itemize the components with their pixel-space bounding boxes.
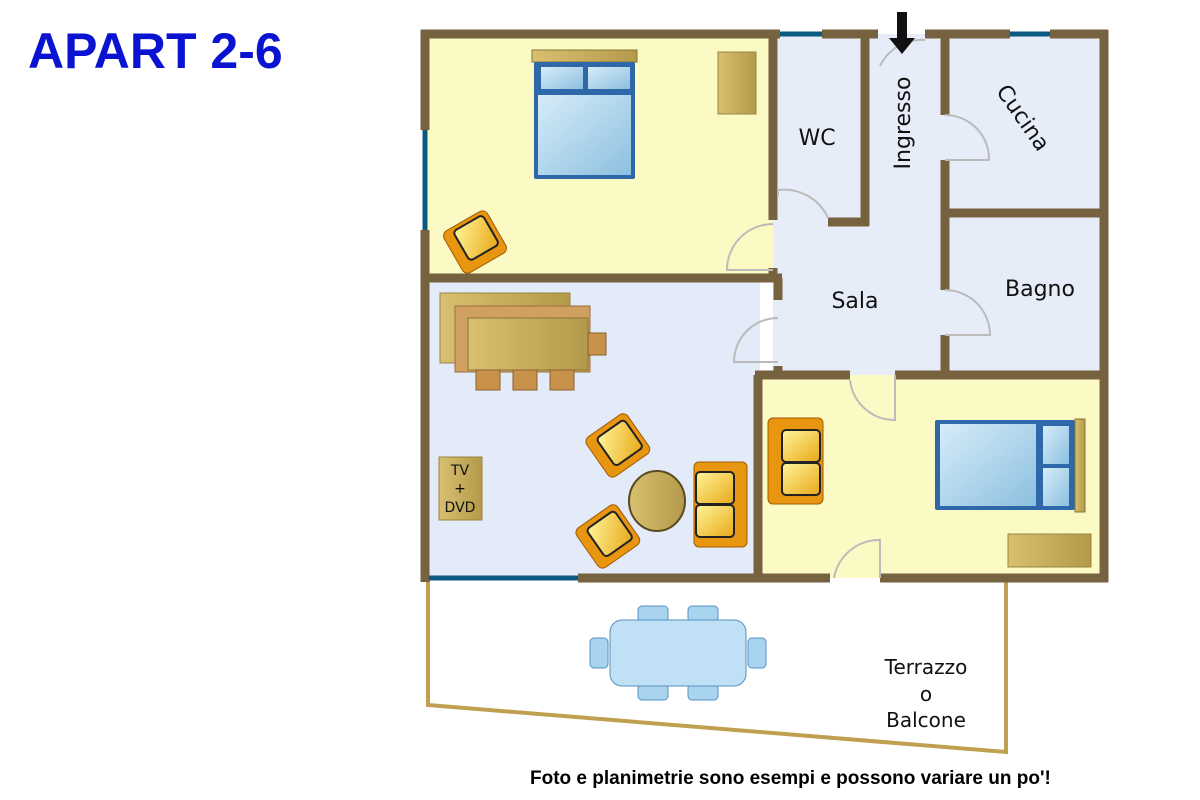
room-label-terrazzo: Terrazzo: [884, 655, 968, 679]
chair-icon: [512, 369, 538, 391]
dvd-label: DVD: [445, 500, 476, 516]
dining-table-icon: [467, 317, 589, 371]
room-label-o: o: [920, 682, 932, 706]
double-bed-icon: [935, 418, 1086, 513]
windows: [422, 31, 1050, 581]
apartment-title: APART 2-6: [28, 23, 283, 79]
doors: [725, 38, 992, 579]
tv-cabinet: TV + DVD: [438, 456, 483, 521]
wardrobe-icon: [717, 51, 757, 115]
armchair-icon: [443, 210, 507, 274]
tv-label: TV: [450, 463, 470, 479]
armchair-icon: [575, 504, 641, 569]
armchair-icon: [585, 413, 651, 478]
terrace-outline: [426, 580, 1008, 755]
room-label-bagno: Bagno: [1005, 277, 1075, 302]
chair-icon: [549, 369, 575, 391]
room-label-ingresso: Ingresso: [891, 77, 916, 170]
hall-area: [773, 34, 1104, 375]
entrance-arrow-icon: [889, 12, 915, 54]
chair-icon: [475, 369, 501, 391]
round-table-icon: [628, 470, 686, 532]
outdoor-table-icon: [589, 605, 767, 701]
wardrobe-icon: [1007, 533, 1092, 568]
walls: [420, 29, 1109, 583]
double-bed-icon: [531, 49, 638, 179]
room-label-sala: Sala: [831, 289, 878, 314]
tv-plus-label: +: [454, 481, 466, 497]
room-label-wc: WC: [798, 126, 835, 151]
disclaimer-note: Foto e planimetrie sono esempi e possono…: [530, 768, 1051, 789]
chair-icon: [587, 332, 607, 356]
room-label-balcone: Balcone: [886, 708, 966, 732]
sofa-icon: [693, 461, 748, 548]
sofa-icon: [767, 417, 824, 505]
